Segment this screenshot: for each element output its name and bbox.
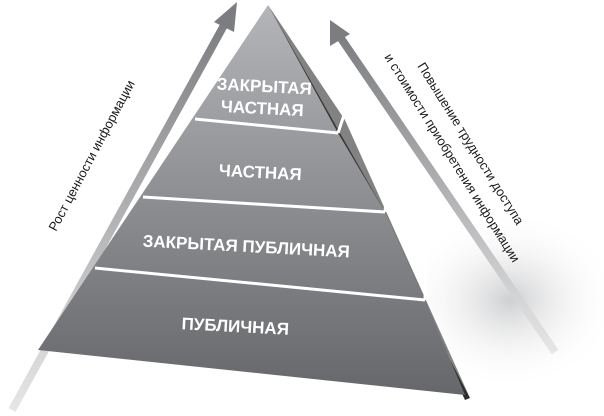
level-divider bbox=[142, 195, 386, 214]
level-label-private: ЧАСТНАЯ bbox=[218, 161, 302, 184]
step-edge bbox=[383, 189, 389, 213]
pyramid-front-face bbox=[38, 5, 465, 395]
right-arrow bbox=[330, 20, 559, 355]
step-edge bbox=[423, 221, 429, 301]
right-arrow-label-line1: Повышение трудности доступа bbox=[414, 60, 527, 228]
arrow-up-icon bbox=[330, 20, 350, 46]
level-divider bbox=[194, 117, 339, 135]
step-edge bbox=[336, 111, 347, 134]
arrow-up-icon bbox=[214, 2, 237, 32]
level-label-closed-private-1: ЗАКРЫТАЯ bbox=[216, 75, 312, 99]
level-divider bbox=[94, 266, 426, 302]
level-label-closed-private-2: ЧАСТНАЯ bbox=[220, 97, 304, 120]
